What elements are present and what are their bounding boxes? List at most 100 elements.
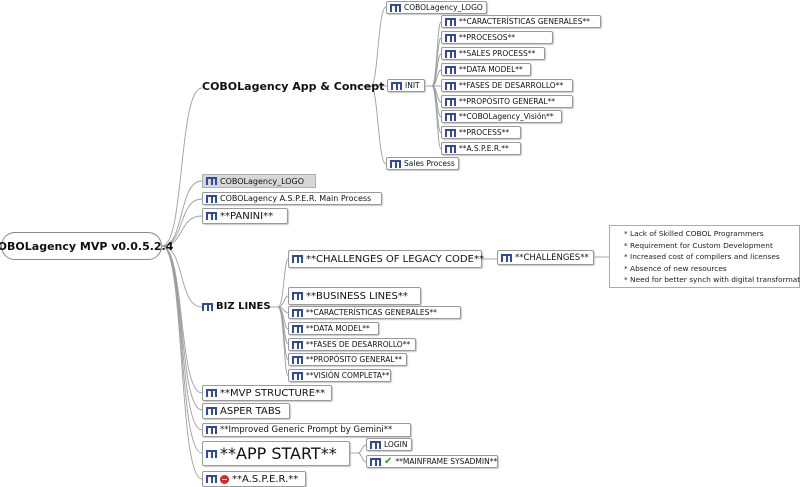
node-app-concept[interactable]: COBOLagency App & Concept: [202, 77, 384, 95]
node-biz-item-2[interactable]: **DATA MODEL**: [288, 322, 379, 335]
node-init-item-9[interactable]: **A.S.P.E.R.**: [441, 142, 521, 155]
mvp-structure-label: **MVP STRUCTURE**: [220, 387, 326, 399]
biz-item-label: **PROPÓSITO GENERAL**: [306, 355, 403, 364]
node-init-item-7[interactable]: **COBOLagency_Visión**: [441, 110, 562, 123]
node-main-process[interactable]: COBOLagency A.S.P.E.R. Main Process: [202, 192, 382, 205]
node-biz-lines[interactable]: BIZ LINES: [202, 298, 271, 315]
app-start-label: **APP START**: [220, 444, 337, 463]
table-icon: [206, 177, 217, 185]
table-icon: [206, 426, 217, 434]
challenges-notes: * Lack of Skilled COBOL Programmers * Re…: [609, 225, 800, 288]
main-process-label: COBOLagency A.S.P.E.R. Main Process: [220, 194, 372, 203]
biz-item-label: **VISIÓN COMPLETA**: [306, 371, 390, 380]
table-icon: [206, 407, 217, 415]
init-item-label: **COBOLagency_Visión**: [459, 112, 554, 121]
table-icon: [390, 159, 401, 168]
stop-icon: [220, 474, 229, 484]
node-app-logo[interactable]: COBOLagency_LOGO: [386, 1, 487, 14]
table-icon: [445, 17, 456, 26]
node-init-item-2[interactable]: **PROCESOS**: [441, 31, 553, 44]
table-icon: [445, 144, 456, 153]
table-icon: [292, 324, 303, 333]
table-icon: [445, 81, 456, 90]
biz-item-label: **FASES DE DESARROLLO**: [306, 340, 411, 349]
table-icon: [292, 355, 303, 364]
table-icon: [445, 97, 456, 106]
table-icon: [292, 308, 303, 317]
root-label: COBOLagency MVP v0.0.5.2.4: [0, 239, 174, 253]
node-app-start[interactable]: **APP START**: [202, 441, 350, 466]
business-lines-label: **BUSINESS LINES**: [306, 290, 408, 302]
biz-item-label: **CARACTERÍSTICAS GENERALES**: [306, 308, 437, 317]
table-icon: [445, 49, 456, 58]
node-init-item-8[interactable]: **PROCESS**: [441, 126, 521, 139]
node-biz-item-3[interactable]: **FASES DE DESARROLLO**: [288, 338, 416, 351]
node-sales-process[interactable]: Sales Process: [386, 157, 459, 170]
node-challenges-legacy[interactable]: **CHALLENGES OF LEGACY CODE**: [288, 250, 484, 268]
improved-prompt-label: **Improved Generic Prompt by Gemini**: [220, 425, 393, 435]
table-icon: [202, 302, 213, 311]
node-challenges[interactable]: **CHALLENGES**: [497, 250, 594, 265]
node-biz-item-1[interactable]: **CARACTERÍSTICAS GENERALES**: [288, 306, 461, 319]
biz-item-label: **DATA MODEL**: [306, 324, 370, 333]
asper-label: **A.S.P.E.R.**: [232, 473, 299, 485]
node-login[interactable]: LOGIN: [366, 438, 412, 451]
table-icon: [370, 440, 381, 449]
node-logo-selected[interactable]: COBOLagency_LOGO: [202, 174, 316, 188]
node-init[interactable]: INIT: [387, 79, 425, 92]
app-logo-label: COBOLagency_LOGO: [404, 3, 483, 12]
node-business-lines[interactable]: **BUSINESS LINES**: [288, 287, 421, 305]
init-item-label: **PROCESOS**: [459, 33, 516, 42]
node-init-item-4[interactable]: **DATA MODEL**: [441, 63, 531, 76]
table-icon: [370, 457, 381, 466]
table-icon: [445, 33, 456, 42]
challenge-note: * Absence of new resources: [624, 263, 727, 273]
node-init-item-5[interactable]: **FASES DE DESARROLLO**: [441, 79, 573, 92]
node-mainframe-sysadmin[interactable]: ✔ **MAINFRAME SYSADMIN**: [366, 455, 498, 468]
table-icon: [292, 340, 303, 349]
node-panini[interactable]: **PANINI**: [202, 208, 288, 224]
node-init-item-1[interactable]: **CARACTERÍSTICAS GENERALES**: [441, 15, 601, 28]
node-asper-tabs[interactable]: ASPER TABS: [202, 403, 290, 419]
init-item-label: **PROPÓSITO GENERAL**: [459, 97, 556, 106]
challenges-label: **CHALLENGES**: [515, 252, 589, 263]
node-biz-item-5[interactable]: **VISIÓN COMPLETA**: [288, 369, 391, 382]
login-label: LOGIN: [384, 440, 408, 449]
mainframe-sysadmin-label: **MAINFRAME SYSADMIN**: [395, 457, 498, 466]
check-icon: ✔: [384, 456, 393, 467]
biz-lines-label: BIZ LINES: [216, 301, 271, 312]
node-biz-item-4[interactable]: **PROPÓSITO GENERAL**: [288, 353, 407, 366]
table-icon: [391, 81, 402, 90]
sales-process-label: Sales Process: [404, 159, 455, 168]
node-improved-prompt[interactable]: **Improved Generic Prompt by Gemini**: [202, 423, 411, 437]
init-label: INIT: [405, 81, 420, 90]
node-asper[interactable]: **A.S.P.E.R.**: [202, 471, 306, 487]
init-item-label: **FASES DE DESARROLLO**: [459, 81, 564, 90]
panini-label: **PANINI**: [220, 210, 274, 222]
table-icon: [206, 389, 217, 397]
table-icon: [292, 292, 303, 300]
root-node[interactable]: COBOLagency MVP v0.0.5.2.4: [0, 232, 173, 260]
app-concept-label: COBOLagency App & Concept: [202, 79, 385, 93]
init-item-label: **SALES PROCESS**: [459, 49, 536, 58]
init-item-label: **A.S.P.E.R.**: [459, 144, 509, 153]
challenge-note: * Need for better synch with digital tra…: [624, 275, 800, 285]
table-icon: [445, 112, 456, 121]
asper-tabs-label: ASPER TABS: [220, 405, 281, 417]
table-icon: [206, 212, 217, 220]
init-item-label: **CARACTERÍSTICAS GENERALES**: [459, 17, 590, 26]
node-init-item-3[interactable]: **SALES PROCESS**: [441, 47, 545, 60]
challenge-note: * Lack of Skilled COBOL Programmers: [624, 229, 764, 238]
table-icon: [390, 3, 401, 12]
init-item-label: **DATA MODEL**: [459, 65, 523, 74]
table-icon: [445, 65, 456, 74]
table-icon: [206, 475, 217, 483]
challenge-note: * Requirement for Custom Development: [624, 240, 773, 250]
init-item-label: **PROCESS**: [459, 128, 510, 137]
table-icon: [445, 128, 456, 137]
node-mvp-structure[interactable]: **MVP STRUCTURE**: [202, 385, 332, 401]
challenges-legacy-label: **CHALLENGES OF LEGACY CODE**: [306, 253, 484, 265]
table-icon: [292, 371, 303, 380]
node-init-item-6[interactable]: **PROPÓSITO GENERAL**: [441, 95, 573, 108]
